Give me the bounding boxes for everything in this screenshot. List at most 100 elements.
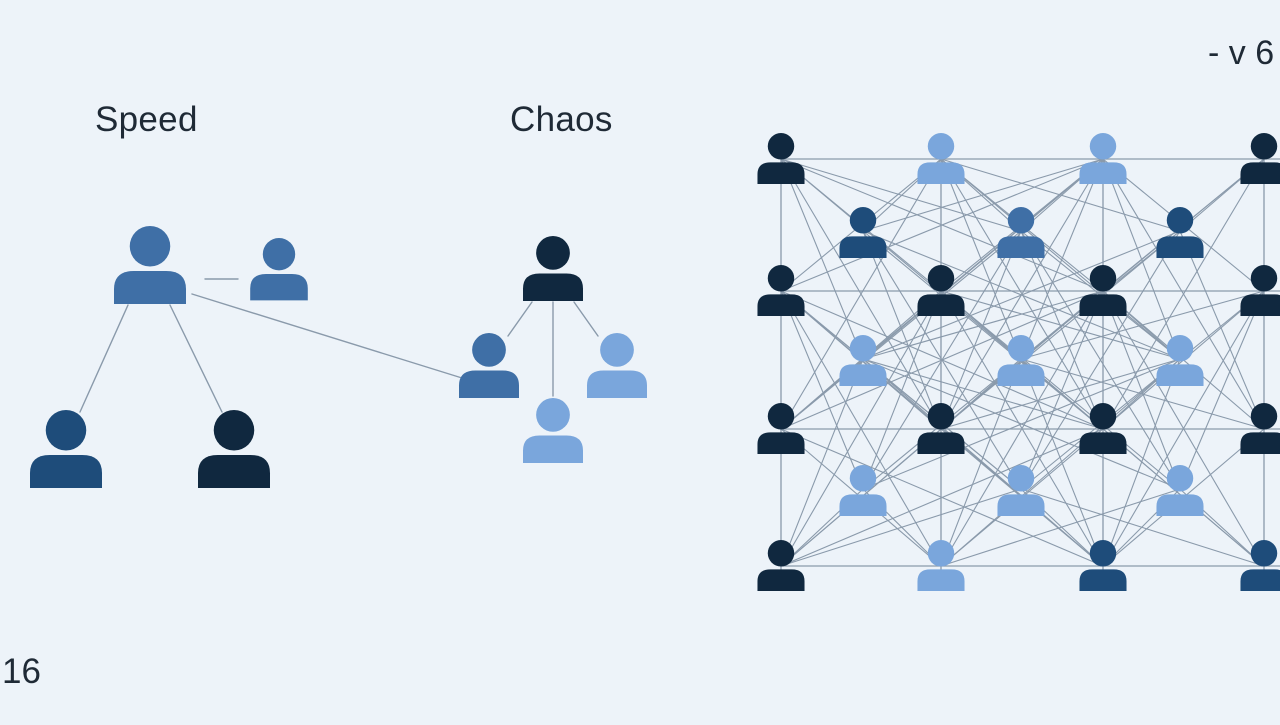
speed-label: Speed bbox=[95, 100, 198, 139]
chaos-edge bbox=[573, 301, 599, 337]
mesh-edge bbox=[940, 358, 1181, 567]
person-icon bbox=[997, 335, 1045, 386]
mesh-edge bbox=[780, 158, 942, 430]
corner-text: - v 6 bbox=[1208, 34, 1275, 72]
person-body bbox=[1240, 432, 1280, 454]
person-icon bbox=[839, 465, 887, 516]
person-head bbox=[262, 238, 296, 271]
person-head bbox=[767, 265, 795, 292]
person-body bbox=[997, 364, 1045, 386]
mesh-edge bbox=[1020, 290, 1265, 360]
person-head bbox=[1007, 465, 1035, 492]
person-body bbox=[1240, 162, 1280, 184]
mesh-edge bbox=[1020, 358, 1104, 567]
person-icon bbox=[757, 265, 805, 316]
person-head bbox=[927, 540, 955, 567]
person-head bbox=[1166, 207, 1194, 234]
person-body bbox=[1079, 569, 1127, 591]
person-body bbox=[1079, 432, 1127, 454]
person-head bbox=[1250, 403, 1278, 430]
person-body bbox=[114, 271, 186, 304]
speed-edge bbox=[169, 304, 223, 413]
person-body bbox=[1156, 494, 1204, 516]
chaos-edge bbox=[507, 301, 533, 337]
mesh-edge bbox=[862, 158, 1104, 232]
person-head bbox=[1089, 265, 1117, 292]
person-icon bbox=[839, 207, 887, 258]
mesh-edge bbox=[940, 230, 1181, 430]
person-body bbox=[250, 274, 308, 301]
person-icon bbox=[1079, 540, 1127, 591]
person-icon bbox=[1156, 465, 1204, 516]
person-head bbox=[767, 403, 795, 430]
person-head bbox=[536, 236, 570, 270]
person-body bbox=[523, 435, 583, 463]
person-head bbox=[767, 133, 795, 160]
person-head bbox=[600, 333, 634, 367]
person-head bbox=[927, 265, 955, 292]
person-head bbox=[927, 133, 955, 160]
person-icon bbox=[198, 410, 270, 488]
person-body bbox=[587, 370, 647, 398]
person-body bbox=[839, 364, 887, 386]
person-body bbox=[1079, 294, 1127, 316]
person-icon bbox=[917, 540, 965, 591]
mesh-edge bbox=[1179, 290, 1265, 490]
person-icon bbox=[1079, 265, 1127, 316]
person-icon bbox=[757, 403, 805, 454]
person-body bbox=[757, 569, 805, 591]
person-icon bbox=[1156, 335, 1204, 386]
mesh-edge bbox=[940, 158, 1104, 430]
person-head bbox=[849, 207, 877, 234]
person-body bbox=[198, 455, 270, 488]
person-body bbox=[757, 294, 805, 316]
mesh-edge bbox=[1179, 230, 1265, 430]
mesh-edge bbox=[780, 158, 864, 360]
mesh-edge bbox=[780, 230, 1022, 430]
person-head bbox=[536, 398, 570, 432]
person-head bbox=[927, 403, 955, 430]
person-head bbox=[849, 465, 877, 492]
mesh-edge bbox=[862, 358, 1181, 490]
mesh-edge bbox=[1020, 230, 1181, 490]
person-head bbox=[1089, 133, 1117, 160]
chaos-label: Chaos bbox=[510, 100, 613, 139]
mesh-edge bbox=[1020, 488, 1265, 567]
mesh-edge bbox=[862, 230, 1181, 360]
mesh-edge bbox=[862, 158, 1104, 360]
mesh-edge bbox=[862, 230, 942, 430]
person-head bbox=[1250, 540, 1278, 567]
mesh-edge bbox=[780, 290, 864, 490]
person-body bbox=[30, 455, 102, 488]
mesh-edge bbox=[1020, 290, 1265, 490]
person-head bbox=[1007, 207, 1035, 234]
mesh-edge bbox=[780, 358, 864, 567]
people-nodes bbox=[30, 133, 1280, 591]
person-head bbox=[1250, 265, 1278, 292]
connection-lines bbox=[79, 158, 1280, 576]
person-icon bbox=[757, 133, 805, 184]
person-icon bbox=[1156, 207, 1204, 258]
person-body bbox=[917, 569, 965, 591]
mesh-edge bbox=[862, 290, 942, 490]
person-body bbox=[917, 294, 965, 316]
mesh-edge bbox=[780, 488, 1022, 567]
person-icon bbox=[1079, 133, 1127, 184]
person-body bbox=[839, 494, 887, 516]
person-icon bbox=[523, 398, 583, 463]
person-icon bbox=[587, 333, 647, 398]
mesh-edge bbox=[862, 230, 1022, 490]
mesh-edge bbox=[780, 290, 942, 567]
person-icon bbox=[459, 333, 519, 398]
person-head bbox=[129, 226, 171, 267]
mesh-edge bbox=[862, 230, 1104, 430]
person-head bbox=[849, 335, 877, 362]
speed-edge bbox=[79, 304, 129, 413]
person-icon bbox=[997, 465, 1045, 516]
mesh-edge bbox=[940, 290, 1181, 490]
person-head bbox=[1166, 335, 1194, 362]
person-icon bbox=[30, 410, 102, 488]
person-head bbox=[1089, 540, 1117, 567]
person-body bbox=[757, 432, 805, 454]
speed-chaos-edge bbox=[191, 293, 463, 379]
